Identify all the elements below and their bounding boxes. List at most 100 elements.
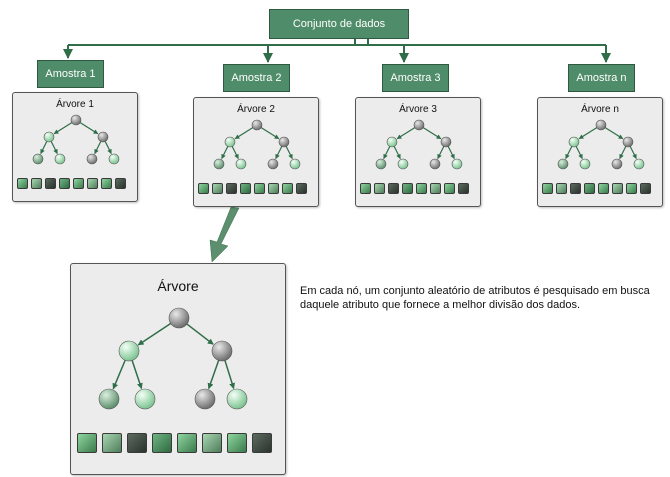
leaf-square [570,183,581,194]
tree-node [440,136,452,148]
tree-title-n: Árvore n [581,104,619,115]
tree-node [267,158,279,170]
tree-node [557,158,569,170]
leaf-square [73,178,84,189]
caption-text: Em cada nó, um conjunto aleatório de atr… [300,285,650,311]
tree-title-3: Árvore 3 [399,104,437,115]
leaf-square [626,183,637,194]
tree-edge [383,146,391,160]
root-node [251,119,263,131]
tree-node [429,158,441,170]
tree-node [386,136,398,148]
tree-node [98,388,120,410]
tree-panel-1: Árvore 1 [12,92,138,202]
tree-edge [437,146,445,160]
zoom-tree-panel: Árvore [70,263,286,475]
tree-edge [112,359,126,390]
leaf-square [87,178,98,189]
leaf-square [458,183,469,194]
leaf-square [102,433,122,453]
leaf-square [101,178,112,189]
tree-edge [50,141,58,155]
tree-node [397,158,409,170]
tree-edge [619,146,627,160]
tree-panel-3: Árvore 3 [355,97,481,207]
leaf-square [542,183,553,194]
zoom-tree-title: Árvore [157,278,199,294]
tree-node [622,136,634,148]
root-node [595,119,607,131]
tree-node [451,158,463,170]
tree-edge [186,323,214,345]
leaf-square [584,183,595,194]
sample-box-1: Amostra 1 [37,60,104,88]
tree-edge [231,146,239,160]
sample-label-1: Amostra 1 [45,68,96,80]
leaf-square [17,178,28,189]
tree-edge [221,146,229,160]
root-node [168,307,190,329]
tree-edge [447,146,455,160]
tree-node [579,158,591,170]
tree-node [32,153,44,165]
tree-title-1: Árvore 1 [56,99,94,110]
tree-edge [40,141,48,155]
leaf-square [282,183,293,194]
tree-node [97,131,109,143]
sample-box-n: Amostra n [568,64,635,92]
leaf-squares-2 [198,183,307,194]
leaf-square [177,433,197,453]
tree-node [108,153,120,165]
zoom-tree-diagram [98,307,248,410]
leaf-square [240,183,251,194]
tree-node [235,158,247,170]
tree-edge [578,127,598,140]
tree-node [226,388,248,410]
sample-label-3: Amostra 3 [390,72,441,84]
tree-title-2: Árvore 2 [237,104,275,115]
sample-label-n: Amostra n [576,72,627,84]
leaf-square [152,433,172,453]
tree-node [54,153,66,165]
leaf-square [198,183,209,194]
tree-edge [575,146,583,160]
tree-node [213,158,225,170]
tree-node [375,158,387,170]
leaf-squares-1 [17,178,126,189]
tree-node [43,131,55,143]
tree-edge [104,141,112,155]
root-node [70,114,82,126]
tree-panel-n: Árvore n [537,97,663,207]
tree-node [118,340,140,362]
tree-node [633,158,645,170]
tree-edge [224,360,235,390]
sample-box-3: Amostra 3 [382,64,449,92]
leaf-square [254,183,265,194]
leaf-square [59,178,70,189]
tree-edge [422,127,442,140]
tree-edge [629,146,637,160]
leaf-square [202,433,222,453]
tree-edge [131,360,143,390]
leaf-square [31,178,42,189]
tree-node [86,153,98,165]
leaf-square [430,183,441,194]
tree-node [278,136,290,148]
leaf-square [212,183,223,194]
leaf-square [115,178,126,189]
sample-box-2: Amostra 2 [223,64,290,92]
tree-edge [137,322,172,346]
tree-node [224,136,236,148]
leaf-square [77,433,97,453]
leaf-square [296,183,307,194]
leaf-square [360,183,371,194]
tree-edge [94,141,102,155]
tree-node [611,158,623,170]
sample-label-2: Amostra 2 [231,72,282,84]
dataset-box: Conjunto de dados [269,9,409,39]
leaf-squares-3 [360,183,469,194]
tree-edge [396,127,416,140]
tree-node [134,388,156,410]
tree-edge [260,127,280,140]
